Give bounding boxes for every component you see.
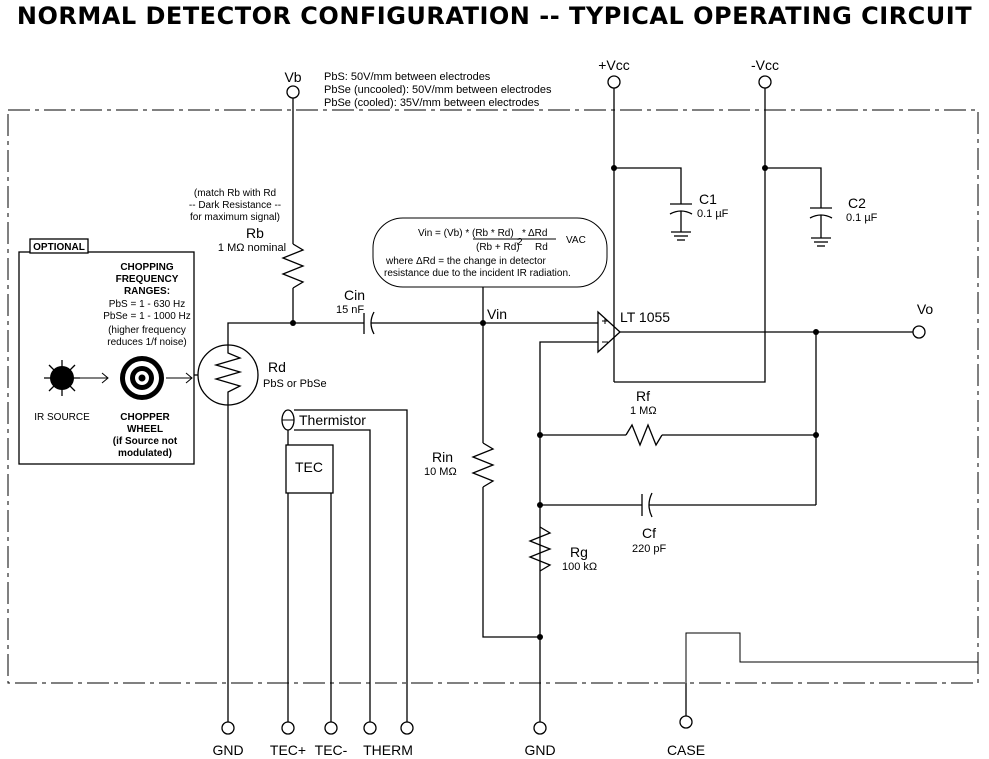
vin-formula-callout: Vin = (Vb) * (Rb * Rd) * ΔRd (Rb + Rd) 2… xyxy=(372,217,608,288)
pin-label: GND xyxy=(524,742,555,758)
svg-text:ΔRd: ΔRd xyxy=(528,228,547,239)
cf-value: 220 pF xyxy=(632,543,667,555)
pin-label: GND xyxy=(212,742,243,758)
svg-text:modulated): modulated) xyxy=(118,448,172,459)
c2-value: 0.1 µF xyxy=(846,212,878,224)
svg-text:reduces 1/f noise): reduces 1/f noise) xyxy=(107,337,187,348)
vcc-pos-terminal[interactable]: +Vcc xyxy=(598,57,630,89)
rd-detector xyxy=(197,344,259,406)
pin-label: TEC- xyxy=(315,742,348,758)
pin-case[interactable]: CASE xyxy=(667,683,705,758)
vb-terminal[interactable]: Vb xyxy=(284,69,302,99)
pin-therm[interactable]: THERM xyxy=(363,721,414,758)
vb-label: Vb xyxy=(284,69,301,85)
rg-resistor xyxy=(528,526,552,572)
optional-chopper-box: OPTIONAL CHOPPING FREQUENCY RANGES: PbS … xyxy=(18,238,195,465)
svg-text:PbSe = 1 - 1000 Hz: PbSe = 1 - 1000 Hz xyxy=(103,311,191,322)
rin-label: Rin xyxy=(432,449,453,465)
c1-value: 0.1 µF xyxy=(697,208,729,220)
pin-tec-plus[interactable]: TEC+ xyxy=(270,721,306,758)
rin-resistor xyxy=(471,442,495,488)
ir-source-label: IR SOURCE xyxy=(34,412,90,423)
svg-text:VAC: VAC xyxy=(566,235,586,246)
svg-text:CHOPPER: CHOPPER xyxy=(120,412,170,423)
page-title: NORMAL DETECTOR CONFIGURATION -- TYPICAL… xyxy=(16,2,973,30)
cin-value: 15 nF xyxy=(336,304,364,316)
formula-lhs: Vin = (Vb) * (Rb * Rd) xyxy=(418,228,514,239)
rb-note: (match Rb with Rd -- Dark Resistance -- … xyxy=(189,188,281,223)
svg-text:(if Source not: (if Source not xyxy=(113,436,178,447)
vcc-pos-label: +Vcc xyxy=(598,57,630,73)
svg-text:where ΔRd = the change in dete: where ΔRd = the change in detector xyxy=(385,256,547,267)
rg-value: 100 kΩ xyxy=(562,561,597,573)
svg-text:CHOPPING: CHOPPING xyxy=(120,262,174,273)
bias-note: PbSe (uncooled): 50V/mm between electrod… xyxy=(324,84,552,96)
rf-value: 1 MΩ xyxy=(630,405,657,417)
pin-label: THERM xyxy=(363,742,413,758)
svg-text:PbS = 1 - 630 Hz: PbS = 1 - 630 Hz xyxy=(109,299,185,310)
tec-block xyxy=(285,444,334,494)
vin-label: Vin xyxy=(487,306,507,322)
tec-label: TEC xyxy=(295,459,323,475)
vo-label: Vo xyxy=(917,301,934,317)
package-outline xyxy=(7,109,979,684)
op-amp-lt1055 xyxy=(597,310,621,354)
svg-text:resistance due to the incident: resistance due to the incident IR radiat… xyxy=(384,268,571,279)
cf-label: Cf xyxy=(642,525,656,541)
rb-resistor xyxy=(281,243,305,289)
rin-value: 10 MΩ xyxy=(424,466,457,478)
pin-label: CASE xyxy=(667,742,705,758)
chopper-wheel-icon xyxy=(120,356,164,400)
svg-text:for maximum signal): for maximum signal) xyxy=(190,212,280,223)
svg-text:Rd: Rd xyxy=(535,242,548,253)
bias-note: PbS: 50V/mm between electrodes xyxy=(324,71,491,83)
svg-text:*: * xyxy=(522,228,526,239)
rb-label: Rb xyxy=(246,225,264,241)
bias-note: PbSe (cooled): 35V/mm between electrodes xyxy=(324,97,540,109)
rb-value: 1 MΩ nominal xyxy=(218,242,286,254)
rf-label: Rf xyxy=(636,388,650,404)
rg-label: Rg xyxy=(570,544,588,560)
svg-text:2: 2 xyxy=(517,237,523,248)
thermistor-label: Thermistor xyxy=(299,412,366,428)
rf-resistor xyxy=(625,423,663,447)
op-amp-label: LT 1055 xyxy=(620,309,670,325)
pin-label: TEC+ xyxy=(270,742,306,758)
svg-text:-- Dark Resistance --: -- Dark Resistance -- xyxy=(189,200,281,211)
cin-label: Cin xyxy=(344,287,365,303)
pin-gnd-left[interactable]: GND xyxy=(212,721,244,758)
rd-value: PbS or PbSe xyxy=(263,378,327,390)
rd-label: Rd xyxy=(268,359,286,375)
svg-text:(higher frequency: (higher frequency xyxy=(108,325,186,336)
case-tab xyxy=(685,632,978,683)
svg-text:WHEEL: WHEEL xyxy=(127,424,163,435)
pin-gnd-right[interactable]: GND xyxy=(524,721,556,758)
vcc-neg-terminal[interactable]: -Vcc xyxy=(751,57,779,89)
optional-tag: OPTIONAL xyxy=(33,242,85,253)
bias-notes: PbS: 50V/mm between electrodes PbSe (unc… xyxy=(324,71,552,109)
svg-text:FREQUENCY: FREQUENCY xyxy=(116,274,179,285)
ir-source-icon xyxy=(44,360,80,396)
svg-text:(Rb + Rd): (Rb + Rd) xyxy=(476,242,520,253)
pin-tec-minus[interactable]: TEC- xyxy=(315,721,348,758)
vo-terminal[interactable]: Vo xyxy=(912,301,934,339)
thermistor xyxy=(281,409,295,431)
c2-ground-icon xyxy=(811,237,831,247)
vcc-neg-label: -Vcc xyxy=(751,57,779,73)
c2-label: C2 xyxy=(848,195,866,211)
svg-text:(match Rb with Rd: (match Rb with Rd xyxy=(194,188,276,199)
c1-label: C1 xyxy=(699,191,717,207)
svg-text:RANGES:: RANGES: xyxy=(124,286,170,297)
c1-ground-icon xyxy=(671,231,691,241)
